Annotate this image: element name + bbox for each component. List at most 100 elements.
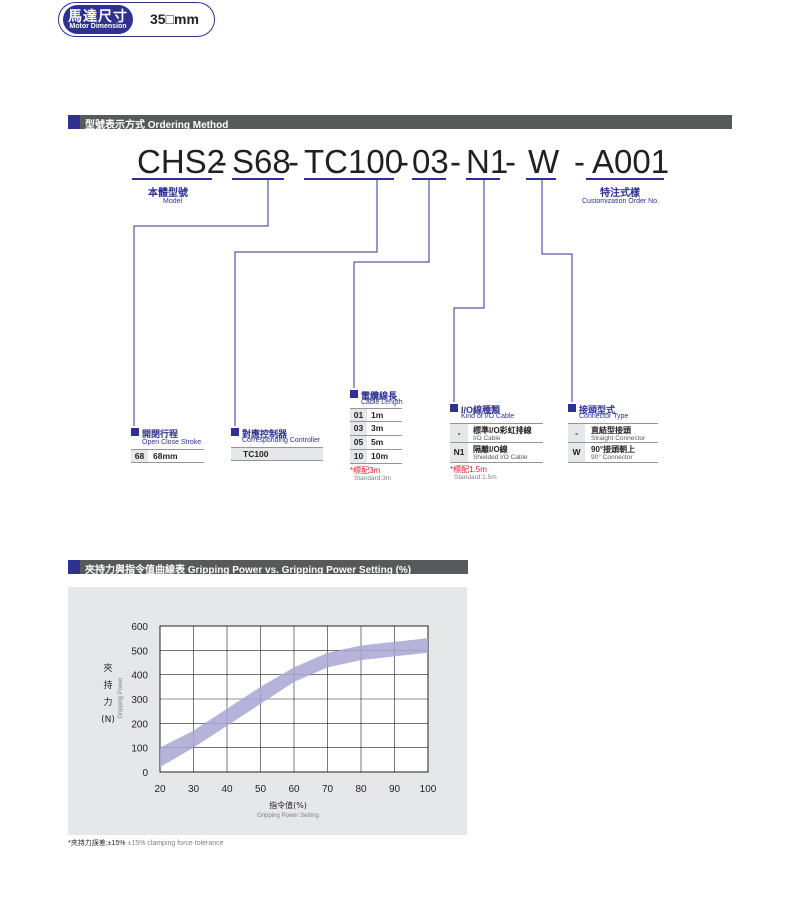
model-label-cn: 本體型號 (148, 188, 188, 199)
underline-controller (304, 178, 394, 180)
code-dash-6: - (574, 143, 585, 180)
stroke-title-cn: 開閉行程 (142, 429, 179, 439)
custom-label-en: Customization Order No. (582, 198, 660, 205)
io-cable-row-code: - (450, 424, 468, 442)
connector-row: W 90°接頭朝上 90° Connector (568, 443, 658, 463)
y-axis-label-cn: 持 (103, 679, 112, 691)
chart-section-bar: 夾持力與指令值曲線表 Gripping Power vs. Gripping P… (68, 560, 468, 576)
cable-length-row-code: 10 (350, 450, 367, 463)
x-tick-label: 60 (288, 784, 300, 795)
io-cable-row: N1 隔離I/O線 Shielded I/O Cable (450, 443, 543, 463)
io-cable-marker (450, 404, 458, 412)
cable-length-row-code: 01 (350, 409, 367, 421)
io-cable-row-value-en: Shielded I/O Cable (473, 454, 528, 461)
leader-io-cable (453, 180, 485, 402)
x-axis-label-cn: 指令值(%) (269, 800, 307, 810)
underline-io-cable (466, 178, 500, 180)
connector-row: - 直結型接頭 Straight Connector (568, 423, 658, 443)
io-cable-row-value-cn: 標準I/O彩虹排線 (473, 426, 532, 435)
header-title-cn: 馬達尺寸 (68, 8, 128, 24)
gripping-power-band (160, 638, 428, 768)
connector-row-code: - (568, 424, 585, 442)
stroke-title-en: Open Close Stroke (142, 439, 202, 446)
io-cable-title-en: Kind of I/O Cable (461, 413, 515, 420)
cable-length-row: 10 10m (350, 450, 402, 464)
controller-title-en: Corresponding Controller (242, 437, 321, 444)
code-io-cable: N1 (466, 143, 509, 180)
cable-length-marker (350, 390, 358, 398)
underline-connector (526, 178, 556, 180)
connector-row-value-en: Straight Connector (591, 435, 646, 442)
header-title-badge: 馬達尺寸 Motor Dimension (63, 5, 133, 34)
ordering-bar-accent (68, 115, 80, 129)
chart-bar-accent (68, 560, 80, 574)
model-label-en: Model (163, 198, 183, 205)
cable-length-note-red: *標配3m (350, 466, 381, 475)
connector-row-value-en: 90° Connector (591, 454, 633, 461)
code-dash-4: - (450, 143, 461, 180)
stroke-row-value: 68mm (153, 451, 178, 461)
y-axis-label-cn: 力 (103, 696, 112, 708)
y-tick-label: 100 (131, 744, 148, 755)
io-cable-row: - 標準I/O彩虹排線 I/O Cable (450, 423, 543, 443)
cable-length-row-value: 1m (371, 410, 384, 420)
code-controller: TC100 (304, 143, 404, 180)
stroke-marker (131, 428, 139, 436)
leader-controller (234, 180, 378, 426)
leader-stroke (133, 180, 269, 426)
x-axis-label-en: Gripping Power Setting (257, 813, 319, 819)
x-tick-label: 50 (255, 784, 267, 795)
io-cable-title-cn: I/O線種類 (461, 405, 501, 415)
connector-marker (568, 404, 576, 412)
x-tick-label: 90 (389, 784, 401, 795)
connector-row-value-cn: 90°接頭朝上 (591, 445, 636, 454)
underline-cable-length (412, 178, 446, 180)
code-custom: A001 (592, 143, 670, 180)
cable-length-row-value: 3m (371, 423, 384, 433)
y-tick-label: 500 (131, 646, 148, 657)
cable-length-row: 03 3m (350, 422, 402, 436)
y-axis-label-en: Gripping Power (118, 677, 124, 718)
code-dash-2: - (288, 143, 299, 180)
leader-cable-length (353, 180, 430, 388)
code-stroke: S68 (232, 143, 291, 180)
controller-marker (231, 428, 239, 436)
cable-length-note-gray: Standard:3m (354, 475, 392, 482)
chart-section-title: 夾持力與指令值曲線表 Gripping Power vs. Gripping P… (85, 565, 412, 576)
footnote-en: ±15% clamping force tolerance (127, 840, 224, 847)
y-tick-label: 200 (131, 719, 148, 730)
ordering-section-title: 型號表示方式 Ordering Method (85, 120, 229, 131)
x-tick-label: 40 (221, 784, 233, 795)
controller-title-cn: 對應控制器 (242, 429, 288, 439)
y-tick-label: 400 (131, 671, 148, 682)
connector-title-cn: 接頭型式 (579, 405, 616, 415)
y-tick-label: 600 (131, 622, 148, 633)
custom-label-cn: 特注式樣 (600, 188, 640, 199)
io-cable-note-red: *標配1.5m (450, 465, 487, 474)
connector-row-value-cn: 直結型接頭 (591, 426, 631, 435)
cable-length-title-en: Cable Length (361, 399, 403, 406)
footnote: *夾持力誤差:±15% ±15% clamping force toleranc… (68, 838, 224, 848)
code-connector: W (528, 143, 560, 180)
connector-title-en: Connector Type (579, 413, 629, 420)
x-tick-label: 20 (154, 784, 166, 795)
io-cable-note-gray: Standard:1.5m (454, 474, 497, 481)
code-dash-1: - (216, 143, 227, 180)
x-tick-label: 30 (188, 784, 200, 795)
y-axis-label-cn: (N) (101, 715, 115, 725)
underline-model (132, 178, 212, 180)
cable-length-row: 01 1m (350, 408, 402, 422)
y-tick-label: 300 (131, 695, 148, 706)
ordering-section-bar: 型號表示方式 Ordering Method (68, 115, 732, 131)
x-tick-label: 100 (420, 784, 437, 795)
stroke-row-code: 68 (131, 450, 148, 462)
stroke-row: 68 68mm (131, 449, 204, 463)
controller-row: TC100 (231, 447, 323, 461)
underline-stroke (232, 178, 284, 180)
io-cable-row-value-cn: 隔離I/O線 (473, 445, 508, 454)
cable-length-row-code: 03 (350, 422, 367, 435)
code-model: CHS2 (137, 143, 226, 180)
